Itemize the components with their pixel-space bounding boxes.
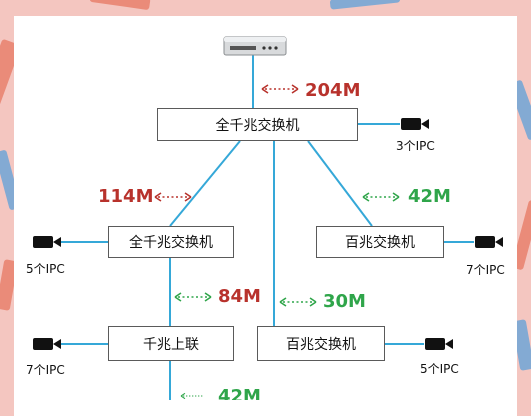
camera-count-left: 5个IPC	[26, 262, 65, 276]
camera-count-right: 7个IPC	[466, 263, 505, 277]
uplink-switch-label: 千兆上联	[143, 336, 199, 353]
double-arrow-icon	[362, 192, 400, 202]
double-arrow-icon	[279, 297, 317, 307]
double-arrow-icon	[261, 84, 299, 94]
connection-lines	[60, 36, 474, 400]
camera-count-core: 3个IPC	[396, 139, 435, 153]
bandwidth-center: 30M	[323, 291, 366, 312]
right-switch: 百兆交换机	[316, 226, 444, 258]
left-switch: 全千兆交换机	[108, 226, 234, 258]
link-core-left	[169, 140, 241, 227]
camera-count-center: 5个IPC	[420, 362, 459, 376]
core-switch-label: 全千兆交换机	[215, 117, 300, 134]
double-arrow-icon	[154, 192, 192, 202]
center-switch: 百兆交换机	[257, 326, 385, 361]
uplink-switch: 千兆上联	[108, 326, 234, 361]
camera-icon	[425, 338, 453, 350]
bandwidth-bottom: 42M	[218, 386, 261, 400]
double-arrow-icon	[174, 292, 212, 302]
server-icon	[223, 36, 287, 56]
core-switch: 全千兆交换机	[157, 108, 358, 141]
camera-icon	[401, 118, 429, 130]
camera-icon	[475, 236, 503, 248]
bandwidth-left: 114M	[98, 186, 154, 207]
bandwidth-right: 42M	[408, 186, 451, 207]
double-arrow-icon	[180, 392, 203, 400]
right-switch-label: 百兆交换机	[345, 235, 415, 251]
camera-icon	[33, 338, 61, 350]
camera-icon	[33, 236, 61, 248]
bandwidth-left-down: 84M	[218, 286, 261, 307]
center-switch-label: 百兆交换机	[286, 336, 356, 353]
link-core-right	[307, 140, 373, 227]
bandwidth-top: 204M	[305, 80, 361, 101]
left-switch-label: 全千兆交换机	[129, 235, 213, 251]
camera-count-uplink: 7个IPC	[26, 363, 65, 377]
